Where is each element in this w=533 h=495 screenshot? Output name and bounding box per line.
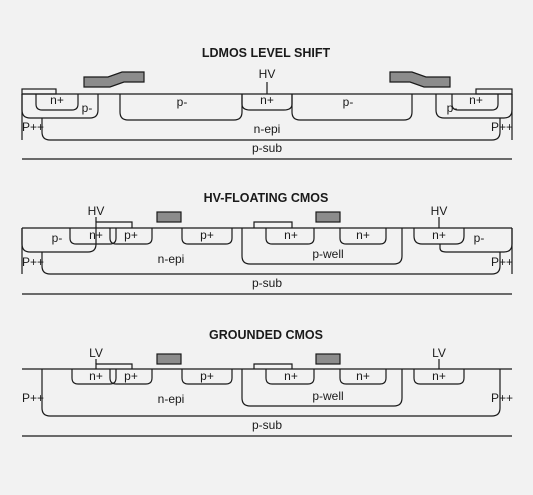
grounded-p-plus-source-label: p+: [124, 369, 138, 383]
hv-floating-p-plus-source: [109, 228, 153, 245]
hv-floating-left-p-minus-label: p-: [52, 231, 63, 245]
hv-floating-left-p-ring: [21, 228, 97, 253]
ldmos-section: LDMOS LEVEL SHIFT HV n+ p- p- n+ p- p- n…: [21, 46, 513, 160]
hv-floating-p-well: [241, 228, 403, 265]
hv-floating-right-hv-label: HV: [431, 204, 448, 218]
grounded-nmos-gate: [315, 353, 341, 365]
ldmos-left-n-plus: [35, 94, 79, 111]
ldmos-hv-label: HV: [259, 67, 276, 81]
ldmos-right-contact: [475, 88, 513, 95]
ldmos-right-p-plus-plus-label: P++: [491, 120, 513, 134]
ldmos-left-gate: [83, 71, 145, 88]
hv-floating-right-p-ring: [439, 228, 513, 253]
hv-floating-left-n-plus-label: n+: [89, 228, 103, 242]
grounded-left-n-plus: [71, 369, 117, 385]
grounded-p-plus-drain-label: p+: [200, 369, 214, 383]
grounded-right-n-plus: [413, 369, 465, 385]
hv-floating-p-plus-source-label: p+: [124, 228, 138, 242]
ldmos-p-sub-label: p-sub: [252, 141, 282, 155]
hv-floating-left-n-plus: [69, 228, 117, 245]
ldmos-left-p-body: [21, 94, 99, 119]
ldmos-right-p-minus-label: p-: [447, 101, 458, 115]
ldmos-center-left-p-minus-label: p-: [177, 95, 188, 109]
grounded-left-lv-label: LV: [89, 346, 103, 360]
hv-floating-title: HV-FLOATING CMOS: [204, 191, 329, 205]
hv-floating-nmos-gate: [315, 211, 341, 223]
ldmos-center-right-p-drift: [291, 94, 413, 121]
hv-floating-n-epi-region: [41, 252, 501, 275]
grounded-right-p-plus-plus-label: P++: [491, 391, 513, 405]
hv-floating-p-sub-label: p-sub: [252, 276, 282, 290]
grounded-n-epi-region: [41, 369, 501, 417]
hv-floating-section: HV-FLOATING CMOS HV HV p- n+ p+ p+ n: [21, 191, 513, 295]
hv-floating-n-epi-label: n-epi: [158, 252, 185, 266]
hv-floating-pmos-gate: [156, 211, 182, 223]
hv-floating-p-plus-drain-label: p+: [200, 228, 214, 242]
ldmos-left-p-plus-plus-label: P++: [22, 120, 44, 134]
ldmos-center-right-p-minus-label: p-: [343, 95, 354, 109]
hv-floating-p-well-label: p-well: [312, 247, 343, 261]
grounded-p-well-label: p-well: [312, 389, 343, 403]
grounded-n-plus-source: [265, 369, 315, 385]
hv-floating-n-plus-drain: [339, 228, 387, 245]
grounded-pwell-contact: [253, 363, 293, 369]
hv-floating-n-plus-drain-label: n+: [356, 228, 370, 242]
grounded-pmos-gate: [156, 353, 182, 365]
grounded-left-n-plus-label: n+: [89, 369, 103, 383]
hv-floating-pwell-contact: [253, 221, 293, 228]
ldmos-right-gate: [389, 71, 451, 88]
grounded-n-plus-drain-label: n+: [356, 369, 370, 383]
ldmos-right-n-plus: [451, 94, 499, 111]
ldmos-center-n-plus-label: n+: [260, 93, 274, 107]
grounded-p-plus-source: [109, 369, 153, 385]
hv-floating-right-p-minus-label: p-: [474, 231, 485, 245]
hv-floating-right-n-plus: [413, 228, 465, 245]
hv-floating-left-hv-label: HV: [88, 204, 105, 218]
grounded-p-sub-label: p-sub: [252, 418, 282, 432]
grounded-left-p-plus-plus-label: P++: [22, 391, 44, 405]
ldmos-n-epi-region: [41, 118, 501, 141]
grounded-n-plus-source-label: n+: [284, 369, 298, 383]
hv-floating-right-n-plus-label: n+: [432, 228, 446, 242]
grounded-section: GROUNDED CMOS LV LV n+ p+ p+ n+ n+ n+ P+…: [22, 328, 513, 437]
ldmos-left-contact: [21, 88, 57, 95]
ldmos-right-p-body: [435, 94, 513, 119]
ldmos-right-n-plus-label: n+: [469, 93, 483, 107]
ldmos-center-left-p-drift: [119, 94, 243, 121]
hv-floating-right-p-plus-plus-label: P++: [491, 255, 513, 269]
grounded-p-plus-drain: [181, 369, 233, 385]
ldmos-left-p-minus-label: p-: [82, 101, 93, 115]
grounded-p-well: [241, 369, 403, 407]
hv-floating-n-plus-source-label: n+: [284, 228, 298, 242]
ldmos-n-epi-label: n-epi: [254, 122, 281, 136]
grounded-right-n-plus-label: n+: [432, 369, 446, 383]
grounded-n-epi-label: n-epi: [158, 392, 185, 406]
grounded-left-contact: [95, 363, 133, 369]
hv-floating-left-contact: [95, 221, 133, 228]
ldmos-title: LDMOS LEVEL SHIFT: [202, 46, 331, 60]
grounded-title: GROUNDED CMOS: [209, 328, 323, 342]
hv-floating-n-plus-source: [265, 228, 315, 245]
ldmos-left-n-plus-label: n+: [50, 93, 64, 107]
hv-floating-left-p-plus-plus-label: P++: [22, 255, 44, 269]
hv-floating-p-plus-drain: [181, 228, 233, 245]
grounded-n-plus-drain: [339, 369, 387, 385]
ldmos-center-n-plus: [241, 94, 293, 111]
grounded-right-lv-label: LV: [432, 346, 446, 360]
